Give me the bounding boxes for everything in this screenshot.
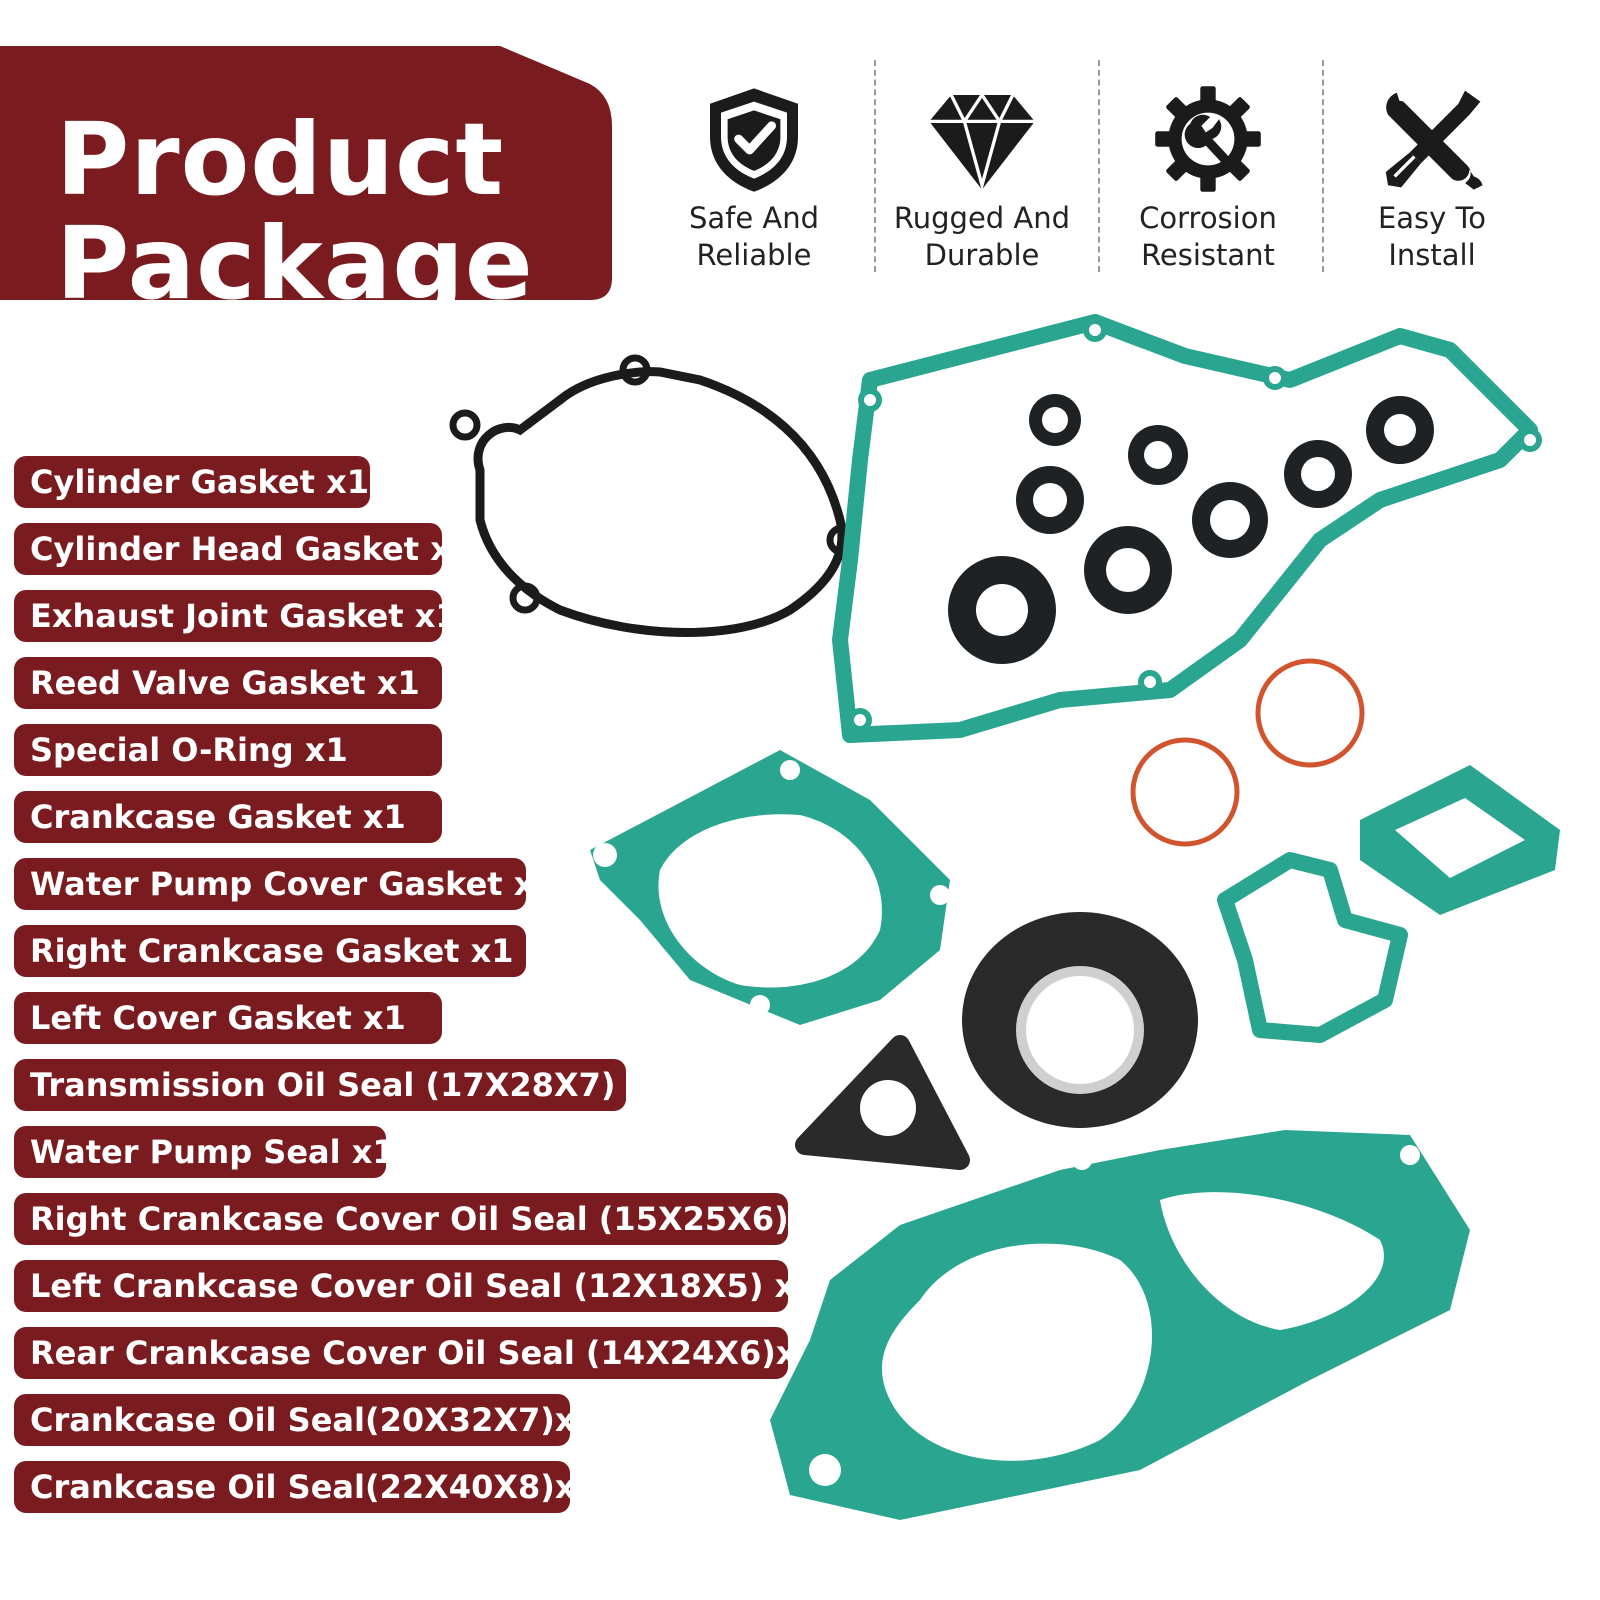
feature-rugged-line1: Rugged And xyxy=(893,201,1071,235)
feature-safe-line1: Safe And xyxy=(688,201,820,235)
part-label: Crankcase Oil Seal(22X40X8)x1 xyxy=(14,1461,570,1513)
part-label: Crankcase Oil Seal(20X32X7)x1 xyxy=(14,1394,570,1446)
feature-install: Easy To Install xyxy=(1322,84,1542,274)
reed-valve-gasket xyxy=(1360,765,1560,915)
water-pump-cover-gasket xyxy=(1217,852,1408,1043)
part-label: Left Cover Gasket x1 xyxy=(14,992,442,1044)
right-crankcase-gasket xyxy=(832,314,1542,743)
feature-divider xyxy=(1098,60,1100,272)
page-title-line1: Product xyxy=(56,101,505,218)
page-title-line2: Package xyxy=(56,205,534,322)
diamond-icon xyxy=(929,92,1035,192)
part-label: Left Crankcase Cover Oil Seal (12X18X5) … xyxy=(14,1260,788,1312)
wrench-screwdriver-icon xyxy=(1385,90,1483,190)
exhaust-joint-gasket xyxy=(795,1035,970,1170)
banner-shape xyxy=(0,46,612,300)
cylinder-gasket xyxy=(590,750,950,1025)
feature-rugged-line2: Durable xyxy=(924,238,1040,272)
part-label: Exhaust Joint Gasket x1 xyxy=(14,590,442,642)
product-illustration xyxy=(449,314,1560,1520)
oil-seals xyxy=(948,394,1434,664)
part-label: Right Crankcase Cover Oil Seal (15X25X6)… xyxy=(14,1193,788,1245)
feature-corrosion-line1: Corrosion xyxy=(1139,201,1277,235)
part-label: Reed Valve Gasket x1 xyxy=(14,657,442,709)
page-title: Product Package xyxy=(56,108,534,316)
feature-safe: Safe And Reliable xyxy=(644,84,864,274)
title-banner: Product Package xyxy=(0,46,632,316)
part-label: Right Crankcase Gasket x1 xyxy=(14,925,526,977)
part-label: Water Pump Cover Gasket x1 xyxy=(14,858,526,910)
cylinder-head-gasket xyxy=(962,912,1198,1128)
part-label: Special O-Ring x1 xyxy=(14,724,442,776)
feature-install-line2: Install xyxy=(1388,238,1476,272)
feature-safe-line2: Reliable xyxy=(696,238,812,272)
o-ring xyxy=(1255,658,1365,768)
feature-divider xyxy=(1322,60,1324,272)
part-label: Crankcase Gasket x1 xyxy=(14,791,442,843)
crankcase-gasket xyxy=(770,1130,1470,1520)
part-label: Rear Crankcase Cover Oil Seal (14X24X6)x… xyxy=(14,1327,788,1379)
feature-rugged: Rugged And Durable xyxy=(872,84,1092,274)
part-label: Transmission Oil Seal (17X28X7) x1 xyxy=(14,1059,626,1111)
o-ring xyxy=(1130,737,1240,847)
feature-divider xyxy=(874,60,876,272)
part-label: Water Pump Seal x1 xyxy=(14,1126,386,1178)
feature-install-line1: Easy To xyxy=(1377,201,1487,235)
part-label: Cylinder Gasket x1 xyxy=(14,456,370,508)
left-cover-gasket xyxy=(449,354,858,637)
part-label: Cylinder Head Gasket x1 xyxy=(14,523,442,575)
feature-corrosion-line2: Resistant xyxy=(1141,238,1275,272)
feature-corrosion: Corrosion Resistant xyxy=(1098,84,1318,274)
shield-check-icon xyxy=(710,88,798,192)
gear-wrench-icon xyxy=(1155,86,1261,192)
